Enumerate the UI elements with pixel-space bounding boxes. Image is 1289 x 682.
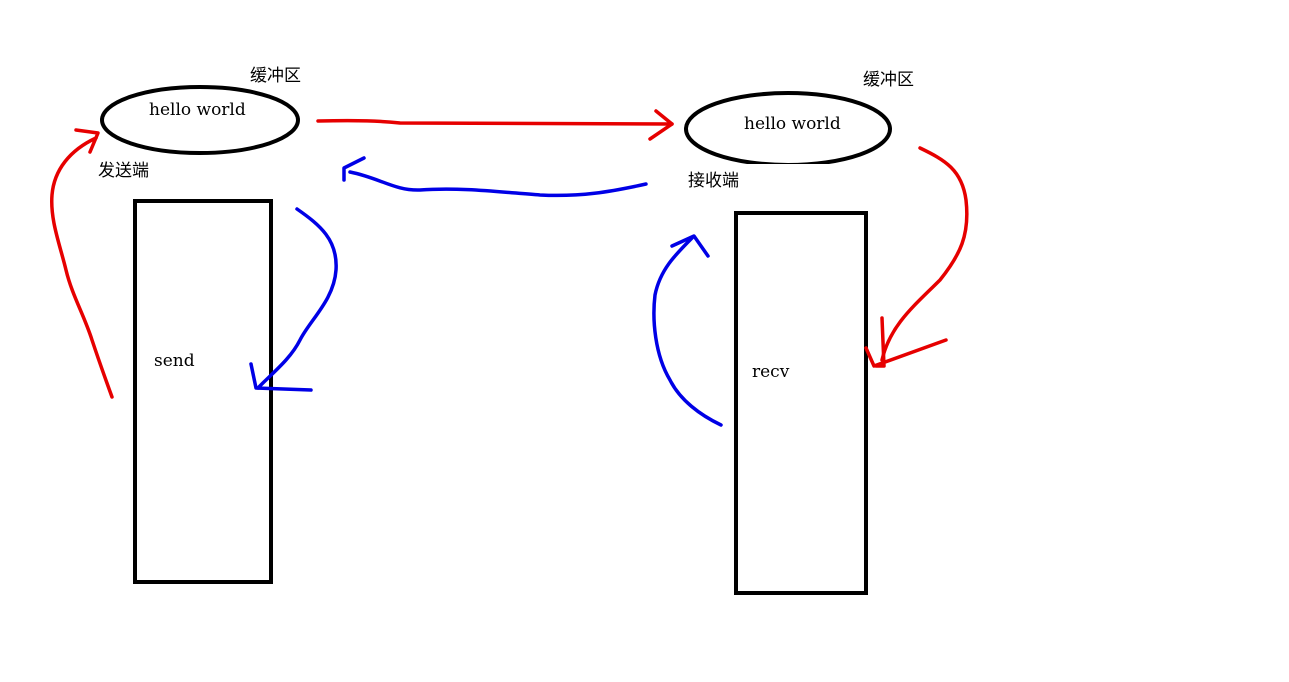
recv-label: recv (752, 362, 790, 382)
send-label: send (154, 351, 195, 371)
send-to-buffer-arrow (50, 136, 114, 399)
receiver-buffer-text: hello world (744, 114, 841, 134)
sender-buffer-label: 缓冲区 (250, 66, 301, 86)
sender-return-arrow (256, 207, 338, 390)
receiver-process-box (734, 211, 868, 595)
recv-notify-arrowhead (670, 234, 710, 258)
sender-process-box (133, 199, 273, 584)
send-to-buffer-arrowhead (74, 128, 100, 154)
sender-buffer-text: hello world (149, 100, 246, 120)
sender-buffer-ellipse (100, 85, 300, 155)
receiver-side-label: 接收端 (688, 171, 739, 191)
receiver-buffer-label: 缓冲区 (863, 70, 914, 90)
buffer-to-recv-arrow (880, 146, 969, 362)
recv-notify-arrow (652, 236, 723, 427)
ack-arrowhead (342, 156, 366, 182)
sender-return-arrowhead (249, 362, 313, 392)
buffer-to-recv-arrowhead (864, 316, 948, 368)
sender-side-label: 发送端 (98, 161, 149, 181)
transmit-arrowhead (648, 109, 674, 141)
ack-arrow (348, 170, 648, 198)
receiver-buffer-gap (720, 164, 850, 172)
transmit-arrow (316, 118, 674, 126)
